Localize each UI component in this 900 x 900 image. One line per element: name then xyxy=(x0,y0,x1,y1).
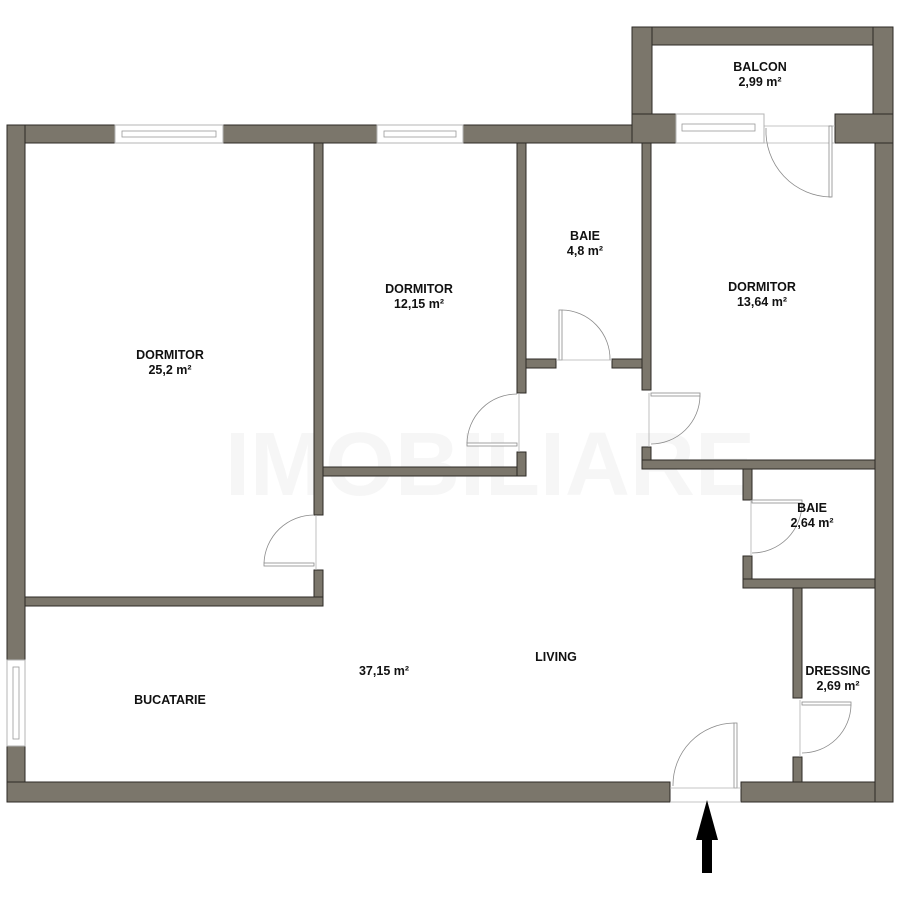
wall-dorm1-bottom xyxy=(24,596,324,607)
wall-dorm2-baie xyxy=(516,142,527,394)
room-area: 25,2 m² xyxy=(148,363,192,377)
wall-dorm1-dorm2 xyxy=(313,142,324,516)
wall-dorm2-door-jamb xyxy=(516,451,527,477)
room-label-bucatarie: BUCATARIE xyxy=(134,693,206,708)
room-area: 2,69 m² xyxy=(816,679,860,693)
wall-baie2-bottom xyxy=(742,578,876,589)
wall-right xyxy=(874,114,894,803)
room-area: 37,15 m² xyxy=(358,664,410,678)
room-name: BAIE xyxy=(570,229,600,243)
window-dorm1 xyxy=(114,124,224,144)
door-dorm3[interactable] xyxy=(648,392,701,447)
room-label-dormitor-2: DORMITOR 12,15 m² xyxy=(385,282,453,312)
room-label-living-area: 37,15 m² xyxy=(359,664,409,679)
wall-bottom-right xyxy=(740,781,894,803)
wall-balcony-top xyxy=(631,26,894,46)
window-dorm2 xyxy=(376,124,464,144)
room-label-balcon: BALCON 2,99 m² xyxy=(733,60,786,90)
room-name: DORMITOR xyxy=(136,348,204,362)
wall-dorm2-bottom xyxy=(322,466,527,477)
wall-balcony-bottom-left xyxy=(631,113,677,144)
wall-dressing-left-upper xyxy=(792,587,803,699)
room-name: LIVING xyxy=(535,650,577,664)
room-label-dressing: DRESSING 2,69 m² xyxy=(805,664,870,694)
room-area: 4,8 m² xyxy=(566,244,604,258)
door-dorm1[interactable] xyxy=(263,514,317,570)
door-dorm2[interactable] xyxy=(466,393,520,452)
wall-baie2-left-upper xyxy=(742,468,753,501)
room-label-dormitor-3: DORMITOR 13,64 m² xyxy=(728,280,796,310)
wall-baie1-bottom-left xyxy=(525,358,557,369)
room-name: BAIE xyxy=(797,501,827,515)
door-balcony[interactable] xyxy=(764,125,835,198)
room-label-baie-2: BAIE 2,64 m² xyxy=(790,501,833,531)
door-baie-1[interactable] xyxy=(556,309,612,361)
window-balcony xyxy=(675,113,765,144)
window-kitchen xyxy=(6,659,26,747)
wall-baie1-dorm3 xyxy=(641,142,652,391)
entrance-arrow-icon xyxy=(696,800,718,873)
door-dressing[interactable] xyxy=(799,700,852,757)
room-name: DORMITOR xyxy=(385,282,453,296)
room-name: DRESSING xyxy=(805,664,871,678)
room-name: BALCON xyxy=(733,60,787,74)
door-baie-2[interactable] xyxy=(750,499,803,556)
wall-bottom-left xyxy=(6,781,671,803)
room-area: 2,64 m² xyxy=(790,516,834,530)
room-label-baie-1: BAIE 4,8 m² xyxy=(567,229,603,259)
wall-top-middle xyxy=(222,124,378,144)
wall-dressing-left-lower xyxy=(792,756,803,783)
wall-baie1-bottom-right xyxy=(611,358,643,369)
wall-top-right xyxy=(462,124,654,144)
wall-balcony-bottom-right xyxy=(834,113,894,144)
room-area: 13,64 m² xyxy=(736,295,788,309)
room-name: BUCATARIE xyxy=(134,693,206,707)
room-area: 12,15 m² xyxy=(393,297,445,311)
room-label-dormitor-1: DORMITOR 25,2 m² xyxy=(136,348,204,378)
wall-left-upper xyxy=(6,124,26,661)
room-area: 2,99 m² xyxy=(738,75,782,89)
door-entrance[interactable] xyxy=(670,722,741,803)
room-label-living: LIVING xyxy=(535,650,577,665)
room-name: DORMITOR xyxy=(728,280,796,294)
wall-dorm3-bottom xyxy=(641,459,876,470)
